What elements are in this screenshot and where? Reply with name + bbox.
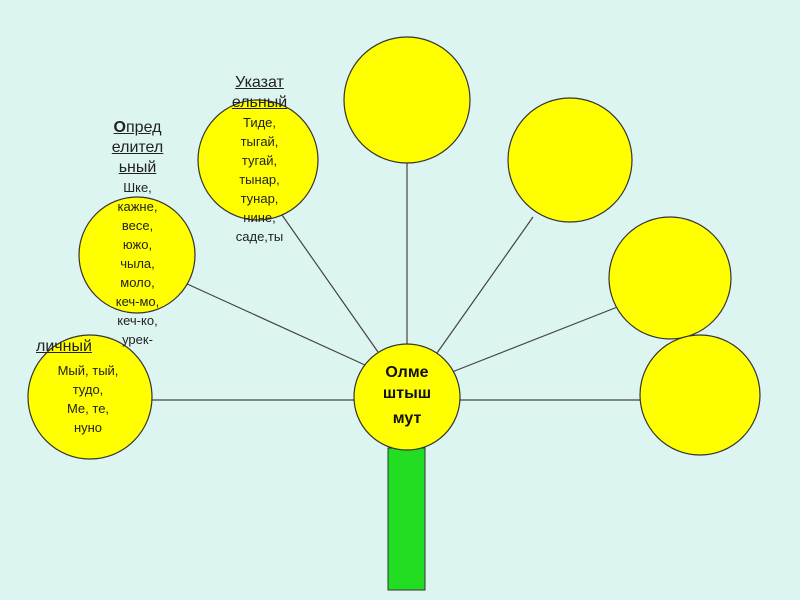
pronoun-item: тунар, (240, 191, 279, 206)
pronoun-item: чыла, (120, 256, 155, 271)
definitive-pronouns: Опред елител ьный Шке, кажне, весе, южо,… (90, 118, 185, 349)
pronoun-item: Тиде, (242, 115, 277, 130)
pronoun-item: тугай, (241, 153, 278, 168)
pronoun-item: Мый, тый, (57, 363, 119, 378)
petal-top-empty (343, 36, 471, 164)
title-part: ельный (231, 94, 288, 111)
pronoun-item: Ме, те, (66, 401, 110, 416)
pronoun-item: моло, (120, 275, 155, 290)
pronoun-item: тынар, (239, 172, 280, 187)
stem (387, 447, 426, 591)
demonstrative-pronouns: Указат ельный Тиде, тыгай, тугай, тынар,… (212, 73, 307, 246)
petal-personal (27, 334, 153, 460)
title-part: ьный (118, 159, 157, 176)
petal-right-3-empty (639, 334, 761, 456)
center-line: штыш (382, 385, 432, 402)
pronoun-item: нине, (243, 210, 276, 225)
pronoun-item: Шке, (123, 180, 152, 195)
pronoun-item: кеч-мо, (115, 294, 160, 309)
personal-title: личный (36, 338, 92, 355)
pronoun-item: саде,ты (235, 229, 284, 244)
line-demonstrative (281, 214, 379, 353)
center-line: мут (392, 410, 422, 427)
line-right-2 (451, 305, 621, 373)
title-part: елител (111, 139, 164, 156)
petal-definitive (78, 196, 196, 314)
center-line: Олме (385, 364, 429, 381)
personal-pronouns: личный Мый, тый, тудо, Ме, те, нуно (36, 337, 138, 437)
connector-lines (152, 162, 640, 401)
pronoun-item: урек- (122, 332, 153, 347)
petal-demonstrative (197, 99, 319, 221)
pronoun-item: южо, (122, 237, 153, 252)
line-definitive (184, 282, 366, 366)
title-initial: О (113, 119, 126, 136)
center-label: Олме штыш мут (357, 362, 457, 429)
title-part: пред (126, 119, 162, 136)
title-part: Указат (235, 74, 284, 91)
pronoun-item: нуно (73, 420, 103, 435)
petal-right-2-empty (608, 216, 732, 340)
petal-right-1-empty (507, 97, 633, 223)
flower-center (353, 343, 461, 451)
pronoun-item: тудо, (72, 382, 104, 397)
pronoun-item: кеч-ко, (117, 313, 158, 328)
pronoun-item: весе, (121, 218, 154, 233)
pronoun-item: тыгай, (240, 134, 279, 149)
line-right-1 (436, 216, 534, 354)
pronoun-item: кажне, (117, 199, 158, 214)
definitive-title: Опред (90, 118, 185, 138)
